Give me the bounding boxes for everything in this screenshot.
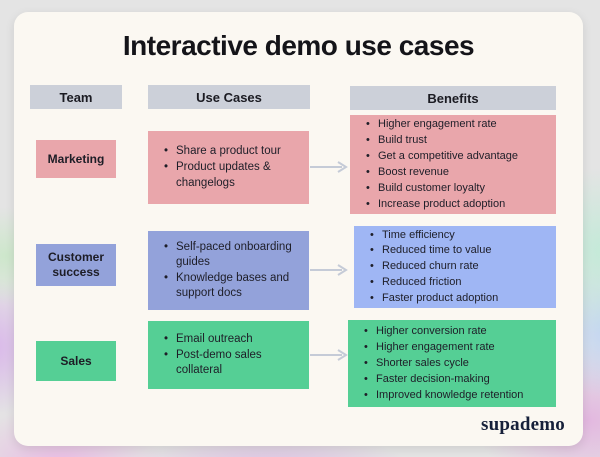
benefits-list: Higher engagement rate Build trust Get a…: [366, 117, 548, 213]
list-item: Shorter sales cycle: [364, 356, 548, 372]
list-item: Increase product adoption: [366, 197, 548, 213]
list-item: Post-demo sales collateral: [164, 348, 301, 378]
list-item: Get a competitive advantage: [366, 149, 548, 165]
list-item: Reduced churn rate: [370, 259, 548, 275]
use-cases-list: Email outreach Post-demo sales collatera…: [164, 331, 301, 380]
benefits-box-marketing: Higher engagement rate Build trust Get a…: [350, 115, 556, 214]
list-item: Share a product tour: [164, 144, 301, 159]
team-box-sales: Sales: [36, 341, 116, 381]
team-box-marketing: Marketing: [36, 140, 116, 178]
column-header-team: Team: [30, 85, 122, 109]
benefits-list: Higher conversion rate Higher engagement…: [364, 324, 548, 404]
list-item: Build trust: [366, 133, 548, 149]
list-item: Knowledge bases and support docs: [164, 271, 301, 301]
list-item: Reduced time to value: [370, 243, 548, 259]
list-item: Faster decision-making: [364, 372, 548, 388]
benefits-box-customer-success: Time efficiency Reduced time to value Re…: [354, 226, 556, 308]
list-item: Product updates & changelogs: [164, 160, 301, 190]
list-item: Boost revenue: [366, 165, 548, 181]
column-header-benefits: Benefits: [350, 86, 556, 110]
use-cases-list: Self-paced onboarding guides Knowledge b…: [164, 239, 301, 303]
benefits-box-sales: Higher conversion rate Higher engagement…: [348, 320, 556, 407]
list-item: Build customer loyalty: [366, 181, 548, 197]
list-item: Self-paced onboarding guides: [164, 240, 301, 270]
list-item: Higher engagement rate: [364, 340, 548, 356]
use-cases-box-customer-success: Self-paced onboarding guides Knowledge b…: [148, 231, 309, 310]
use-cases-box-marketing: Share a product tour Product updates & c…: [148, 131, 309, 204]
list-item: Higher conversion rate: [364, 324, 548, 340]
arrow-right-icon: [310, 264, 348, 276]
team-box-customer-success: Customer success: [36, 244, 116, 286]
benefits-list: Time efficiency Reduced time to value Re…: [370, 227, 548, 307]
arrow-right-icon: [310, 161, 348, 173]
list-item: Time efficiency: [370, 228, 548, 244]
supademo-logo: supademo: [481, 414, 565, 435]
use-cases-box-sales: Email outreach Post-demo sales collatera…: [148, 321, 309, 389]
list-item: Email outreach: [164, 332, 301, 347]
list-item: Higher engagement rate: [366, 117, 548, 133]
slide-card: Interactive demo use cases Team Use Case…: [14, 12, 583, 446]
arrow-right-icon: [310, 349, 348, 361]
list-item: Improved knowledge retention: [364, 388, 548, 404]
use-cases-list: Share a product tour Product updates & c…: [164, 143, 301, 192]
column-header-use-cases: Use Cases: [148, 85, 310, 109]
list-item: Faster product adoption: [370, 291, 548, 307]
list-item: Reduced friction: [370, 275, 548, 291]
page-title: Interactive demo use cases: [122, 30, 475, 61]
